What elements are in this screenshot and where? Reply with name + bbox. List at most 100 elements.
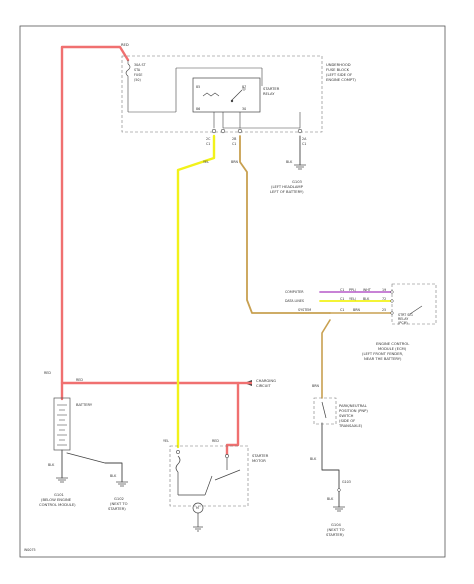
label-g103b: G103 [342,480,351,484]
label-g103-2: (LEFT HEADLAMP [271,185,304,189]
starter-terminal [225,454,229,458]
label-strt-2: RELAY [398,317,409,321]
diagram-border [19,25,446,558]
starter-relay [192,77,261,113]
label-underhood-4: ENGINE COMPT) [326,78,356,82]
label-fuse-2: STA [134,68,141,72]
label-fuse-1: 30A ST [134,63,147,67]
label-underhood-1: UNDERHOOD [326,63,351,67]
starter-yel-terminal [176,450,180,454]
red-wire-battery-to-fuse [60,45,130,401]
label-relay-2: RELAY [263,92,275,96]
label-underhood-3: (LEFT SIDE OF [326,73,352,77]
ground-symbol-g102 [116,481,128,487]
ecm-row2-w1: YEL/ [349,297,357,301]
label-red-mid: RED [44,371,51,375]
label-g104-1: G104 [331,523,342,527]
pnp-switch-box [313,397,337,425]
label-blk-pnp-a: BLK [310,457,317,461]
label-ecm-3: (LEFT FRONT FENDER, [362,352,403,356]
label-pnp-3: SWITCH [339,414,354,418]
label-pnp-5: TRANSAXLE) [338,424,363,428]
ground-symbol-g103 [294,164,306,170]
ground-symbol-g101 [56,477,68,483]
label-pin-c3b: C1 [302,142,306,146]
label-g103-3: LEFT OF BATTERY) [270,190,304,194]
label-brn-mid: BRN [312,384,320,388]
ecm-row3-p: 25 [382,308,386,312]
red-wire-battery-to-starter [60,381,240,457]
ecm-box [391,283,437,325]
label-ecm-2: MODULE (ECM) [378,347,407,351]
label-blk-pnp-b: BLK [327,497,334,501]
relay-pins [213,112,301,129]
starter-solenoid [175,455,241,527]
label-data-lines: DATA LINES [285,299,304,303]
fuse-symbol [125,60,263,113]
label-system: SYSTEM [298,308,311,312]
label-fuse-4: (50) [134,78,141,82]
label-fuse-3: FUSE [134,73,143,77]
label-charging-2: CIRCUIT [256,384,271,388]
label-pnp-2: POSITION (PNP) [339,409,368,413]
label-pin-c2b: C1 [232,142,236,146]
label-blk-left: BLK [48,463,55,467]
black-wire-battery-g102 [66,452,123,483]
ecm-row3-c: C1 [340,308,344,312]
label-pin-30: 30 [242,107,246,111]
ecm-pins [390,290,394,315]
label-g101-1: G101 [54,493,64,497]
label-starter-1: STARTER [252,454,269,458]
label-pin-85: 85 [196,85,200,89]
ground-symbol-g104 [333,506,345,512]
label-underhood-2: FUSE BLOCK [326,68,350,72]
label-g101-2: (BELOW ENGINE [41,498,72,502]
label-ecm-4: NEAR THE BATTERY) [364,357,402,361]
label-blk-right: BLK [110,474,117,478]
label-pin-c3a: 2A [302,137,307,141]
label-starter-2: MOTOR [252,459,266,463]
tan-wire-ecm-to-pnp [321,319,331,399]
connector-circles [211,128,303,134]
label-pin-c2a: 2B [232,137,237,141]
label-g103-1: G103 [292,180,303,184]
label-g102-3: STARTER) [108,507,126,511]
label-relay-1: STARTER [263,87,280,91]
label-strt-1: STRT SIG [398,313,413,317]
label-g104-3: STARTER) [326,533,344,537]
label-ecm-1: ENGINE CONTROL [376,342,410,346]
battery-symbol [53,397,71,451]
label-charging-1: CHARGING [256,379,276,383]
ecm-row1-w2: WHT [363,288,372,292]
label-wire-yel: YEL [203,160,209,164]
label-g101-3: CONTROL MODULE) [39,503,76,507]
black-wire-pnp-ground [321,422,340,508]
ecm-row3-w1: BRN [353,308,361,312]
label-pnp-4: (SIDE OF [339,419,355,423]
ecm-row1-w1: PPL/ [349,288,357,292]
label-strt-3: (PCM) [398,321,408,325]
ecm-row1-c: C1 [340,288,344,292]
label-red-right: RED [76,378,83,382]
yellow-wire-relay-to-starter [176,134,216,449]
label-yel-low: YEL [163,439,169,443]
underhood-fuse-block [121,55,323,133]
label-pin-87: 87 [242,85,246,89]
ecm-row2-w2: BLK [363,297,370,301]
label-red-low: RED [212,439,219,443]
tan-wire-relay-to-ecm [239,135,331,314]
label-footer: W0075 [24,548,36,552]
label-g102-2: (NEXT TO [110,502,128,506]
ecm-row2-p: 72 [382,297,386,301]
label-battery: BATTERY [76,403,93,407]
label-motor-m: M [196,506,199,510]
ecm-row2-c: C1 [340,297,344,301]
label-g104-2: (NEXT TO [327,528,345,532]
label-red-top: RED [121,43,129,47]
label-wire-blk: BLK [286,160,293,164]
ecm-row1-p: 19 [382,288,386,292]
label-pin-c1a: 2C [206,137,211,141]
label-pnp-1: PARK/NEUTRAL [339,404,368,408]
